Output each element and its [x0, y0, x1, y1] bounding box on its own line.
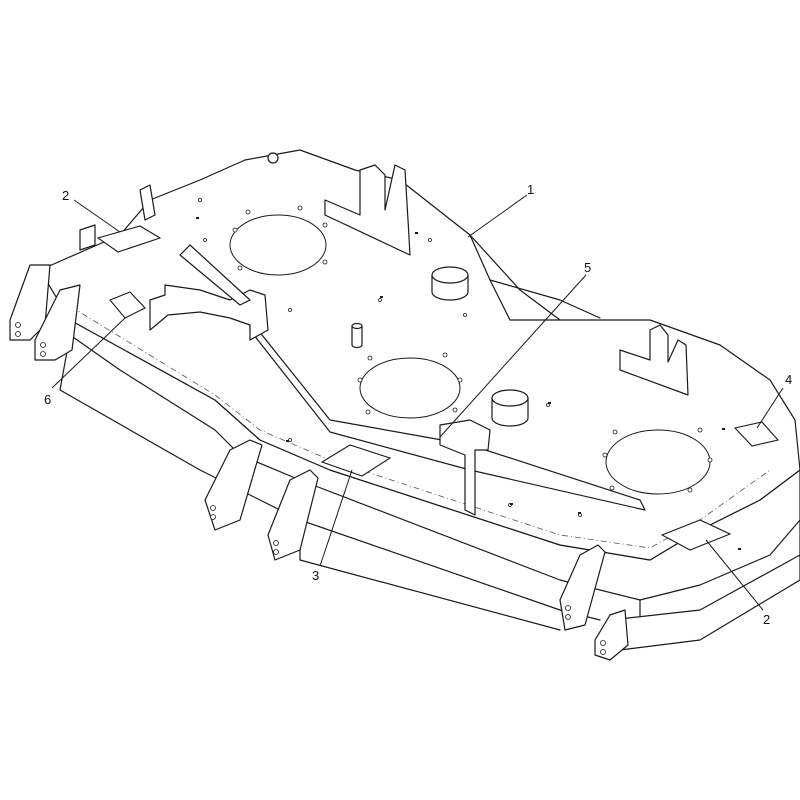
left-caster-brackets: [9, 184, 156, 361]
slot-marks: [196, 217, 741, 550]
baffle: [249, 319, 646, 511]
decal-left: [96, 225, 162, 253]
rear-brackets: [324, 164, 689, 396]
rear-bracket-right: [619, 324, 689, 396]
front-center-mount: [439, 419, 491, 516]
callout-4: 4: [785, 372, 792, 387]
leader-lines: [51, 194, 784, 611]
deck-bend-line: [59, 299, 771, 549]
callout-2-left: 2: [62, 188, 69, 203]
front-caster-brackets: [204, 439, 629, 661]
callout-labels: 1 2 2 3 4 5 6: [44, 182, 792, 627]
decals: [96, 225, 780, 551]
callout-3: 3: [312, 568, 319, 583]
spindle-hole-center: [359, 357, 461, 419]
rear-bracket-left: [324, 164, 411, 256]
grease-fitting: [267, 152, 279, 164]
decal-front: [320, 444, 392, 477]
spindle-holes: [229, 214, 711, 495]
callout-5: 5: [584, 260, 591, 275]
spindle-hole-right: [605, 429, 711, 495]
bolt-dots: [198, 198, 713, 517]
callout-2-right: 2: [763, 612, 770, 627]
idler-post: [351, 325, 363, 349]
spindle-hole-left: [229, 214, 327, 276]
callout-6: 6: [44, 392, 51, 407]
callout-1: 1: [527, 182, 534, 197]
pulley-bosses: [267, 152, 529, 427]
left-bar: [179, 244, 251, 306]
decal-right: [660, 519, 732, 551]
decal-rear-right: [733, 421, 780, 447]
decal-left-mount: [109, 291, 146, 319]
